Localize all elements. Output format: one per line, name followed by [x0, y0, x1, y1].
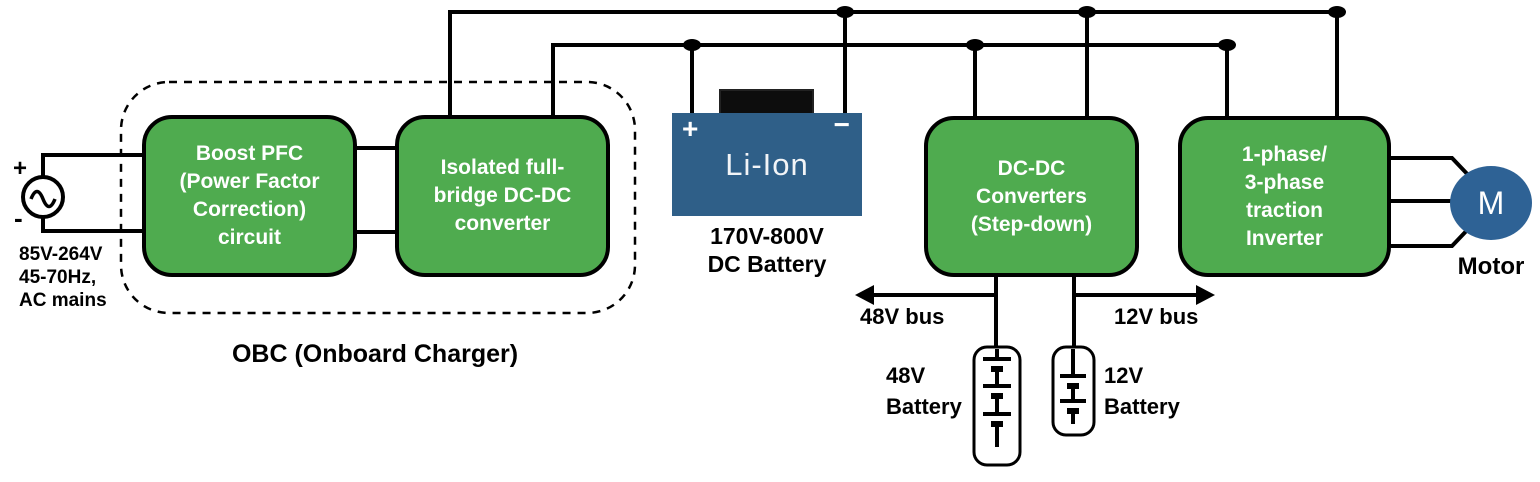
hv-battery-name: Li-Ion [725, 146, 809, 182]
battery-48v-symbol-icon [972, 345, 1022, 467]
hv-battery-plus-sign: + [682, 113, 699, 144]
battery-48v-label: 48V Battery [886, 363, 962, 419]
hv-battery-terminal-block [719, 89, 814, 116]
ac-minus-sign: - [14, 203, 23, 233]
block-boost-pfc: Boost PFC (Power Factor Correction) circ… [142, 115, 357, 277]
obc-dashed-boundary [119, 80, 637, 315]
arrowhead-12v-bus [1196, 285, 1215, 305]
battery-12v-symbol-icon [1051, 345, 1096, 437]
ac-plus-sign: + [13, 155, 28, 182]
hv-battery-minus-sign: − [833, 109, 850, 140]
ac-mains-label: 85V-264V 45-70Hz, AC mains [19, 244, 107, 311]
hv-battery: + − Li-Ion [672, 109, 862, 216]
motor-label: Motor [1457, 253, 1525, 280]
bus-12v-label: 12V bus [1114, 304, 1199, 329]
junction-dots [683, 6, 1346, 51]
wire-ac-top [41, 153, 145, 179]
battery-12v-label: 12V Battery [1104, 363, 1180, 419]
motor-symbol: M [1450, 166, 1532, 240]
wire-motor-phase-3 [1391, 223, 1474, 248]
block-traction-inverter: 1-phase/ 3-phase traction Inverter [1178, 116, 1391, 277]
hv-battery-caption: 170V-800V DC Battery [707, 223, 827, 277]
bus-48v-label: 48V bus [860, 304, 945, 329]
obc-caption: OBC (Onboard Charger) [231, 340, 519, 368]
block-dcdc-stepdown: DC-DC Converters (Step-down) [924, 116, 1139, 277]
motor-letter: M [1477, 184, 1505, 221]
arrowhead-48v-bus [855, 285, 874, 305]
wire-motor-phase-1 [1391, 156, 1474, 181]
wire-ac-bottom [41, 215, 145, 233]
block-isolated-dcdc: Isolated full- bridge DC-DC converter [395, 115, 610, 277]
ac-source-icon [21, 175, 65, 219]
